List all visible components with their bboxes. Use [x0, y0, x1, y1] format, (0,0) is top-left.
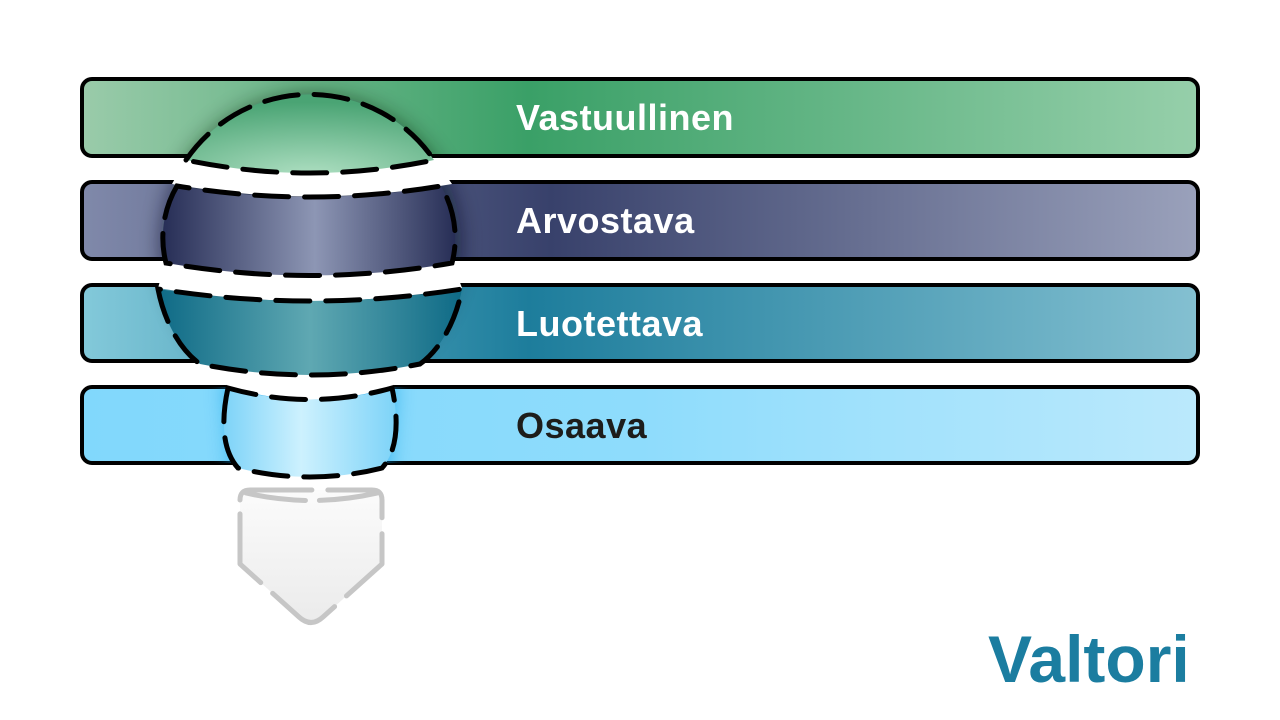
bulb-bowl-segment	[154, 285, 466, 378]
valtori-logo: Valtori	[988, 622, 1190, 696]
bar-label-osaava: Osaava	[516, 405, 648, 446]
bulb-base	[237, 487, 385, 625]
bulb-band-segment	[160, 183, 458, 278]
bulb-base-rim	[243, 490, 380, 503]
bulb-neck-segment	[221, 384, 399, 480]
bulb-dome-segment	[181, 91, 439, 176]
bar-label-luotettava: Luotettava	[516, 303, 704, 344]
bar-label-arvostava: Arvostava	[516, 200, 695, 241]
bar-label-vastuullinen: Vastuullinen	[516, 97, 734, 138]
